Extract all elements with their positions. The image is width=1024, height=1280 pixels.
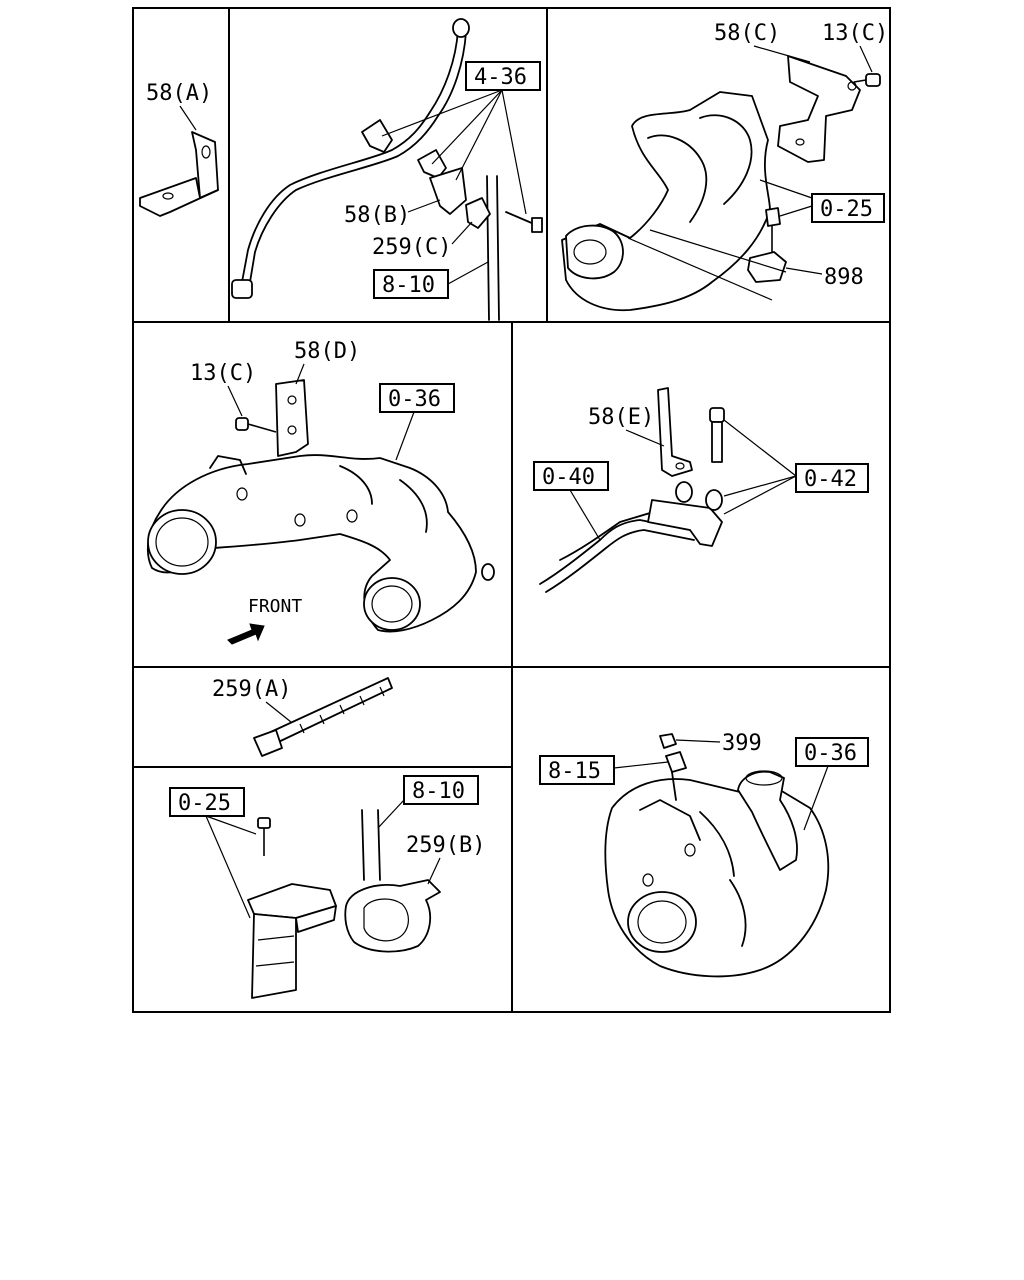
ref-8-10-bottom: 8-10: [412, 779, 465, 804]
panel-housing-58c: 58(C) 13(C) 0-25 898: [561, 21, 888, 312]
part-label-58d: 58(D): [294, 339, 360, 364]
ref-8-10-top: 8-10: [382, 273, 435, 298]
ref-0-25-bottom: 0-25: [178, 791, 231, 816]
part-label-58b: 58(B): [344, 203, 410, 228]
ref-box-0-25-top: [811, 193, 885, 223]
panel-pipe-58b: 4-36 58(B) 259(C) 8-10: [231, 18, 543, 321]
cable-tie-drawing: [253, 677, 393, 757]
part-label-13c-top: 13(C): [822, 21, 888, 46]
pipe-drawing: [231, 18, 543, 321]
ref-box-8-10-bottom: [403, 775, 479, 805]
ref-box-8-15: [539, 755, 615, 785]
part-label-259a: 259(A): [212, 677, 291, 702]
part-label-58e: 58(E): [588, 405, 654, 430]
part-label-259c: 259(C): [372, 235, 451, 260]
ref-0-36-right: 0-36: [804, 741, 857, 766]
arrow-right-up-icon: [227, 623, 265, 645]
part-label-58c: 58(C): [714, 21, 780, 46]
part-label-13c-mid: 13(C): [190, 361, 256, 386]
panel-turbo-399: 399 8-15 0-36: [539, 731, 869, 978]
housing-drawing: [561, 55, 881, 312]
ref-box-0-40: [533, 461, 609, 491]
front-label: FRONT: [248, 596, 302, 617]
ref-0-25-top: 0-25: [820, 197, 873, 222]
water-pipe-drawing: [539, 387, 725, 593]
part-label-259b: 259(B): [406, 833, 485, 858]
ref-box-0-36-left: [379, 383, 455, 413]
ref-8-15: 8-15: [548, 759, 601, 784]
bracket-58a-drawing: [139, 131, 219, 217]
ref-4-36: 4-36: [474, 65, 527, 90]
part-label-399: 399: [722, 731, 762, 756]
panel-pipe-58e: 58(E) 0-40 0-42: [533, 387, 869, 593]
intake-pipe-drawing: [146, 379, 495, 633]
panel-sensor-259b: 0-25 8-10 259(B): [169, 775, 485, 999]
turbocharger-drawing: [604, 733, 830, 978]
maf-sensor-drawing: [247, 809, 441, 999]
ref-box-4-36: [465, 61, 541, 91]
ref-box-0-36-right: [795, 737, 869, 767]
panel-intake-58d: 13(C) 58(D) 0-36 FRONT: [146, 339, 495, 645]
part-label-58a: 58(A): [146, 81, 212, 106]
part-label-898: 898: [824, 265, 864, 290]
ref-box-0-25-bottom: [169, 787, 245, 817]
ref-0-40: 0-40: [542, 465, 595, 490]
panel-tie-259a: 259(A): [212, 677, 393, 757]
ref-0-42: 0-42: [804, 467, 857, 492]
panel-bracket-58a: 58(A): [139, 81, 219, 217]
panel-frame: [132, 7, 891, 1013]
ref-box-0-42: [795, 463, 869, 493]
ref-0-36-left: 0-36: [388, 387, 441, 412]
